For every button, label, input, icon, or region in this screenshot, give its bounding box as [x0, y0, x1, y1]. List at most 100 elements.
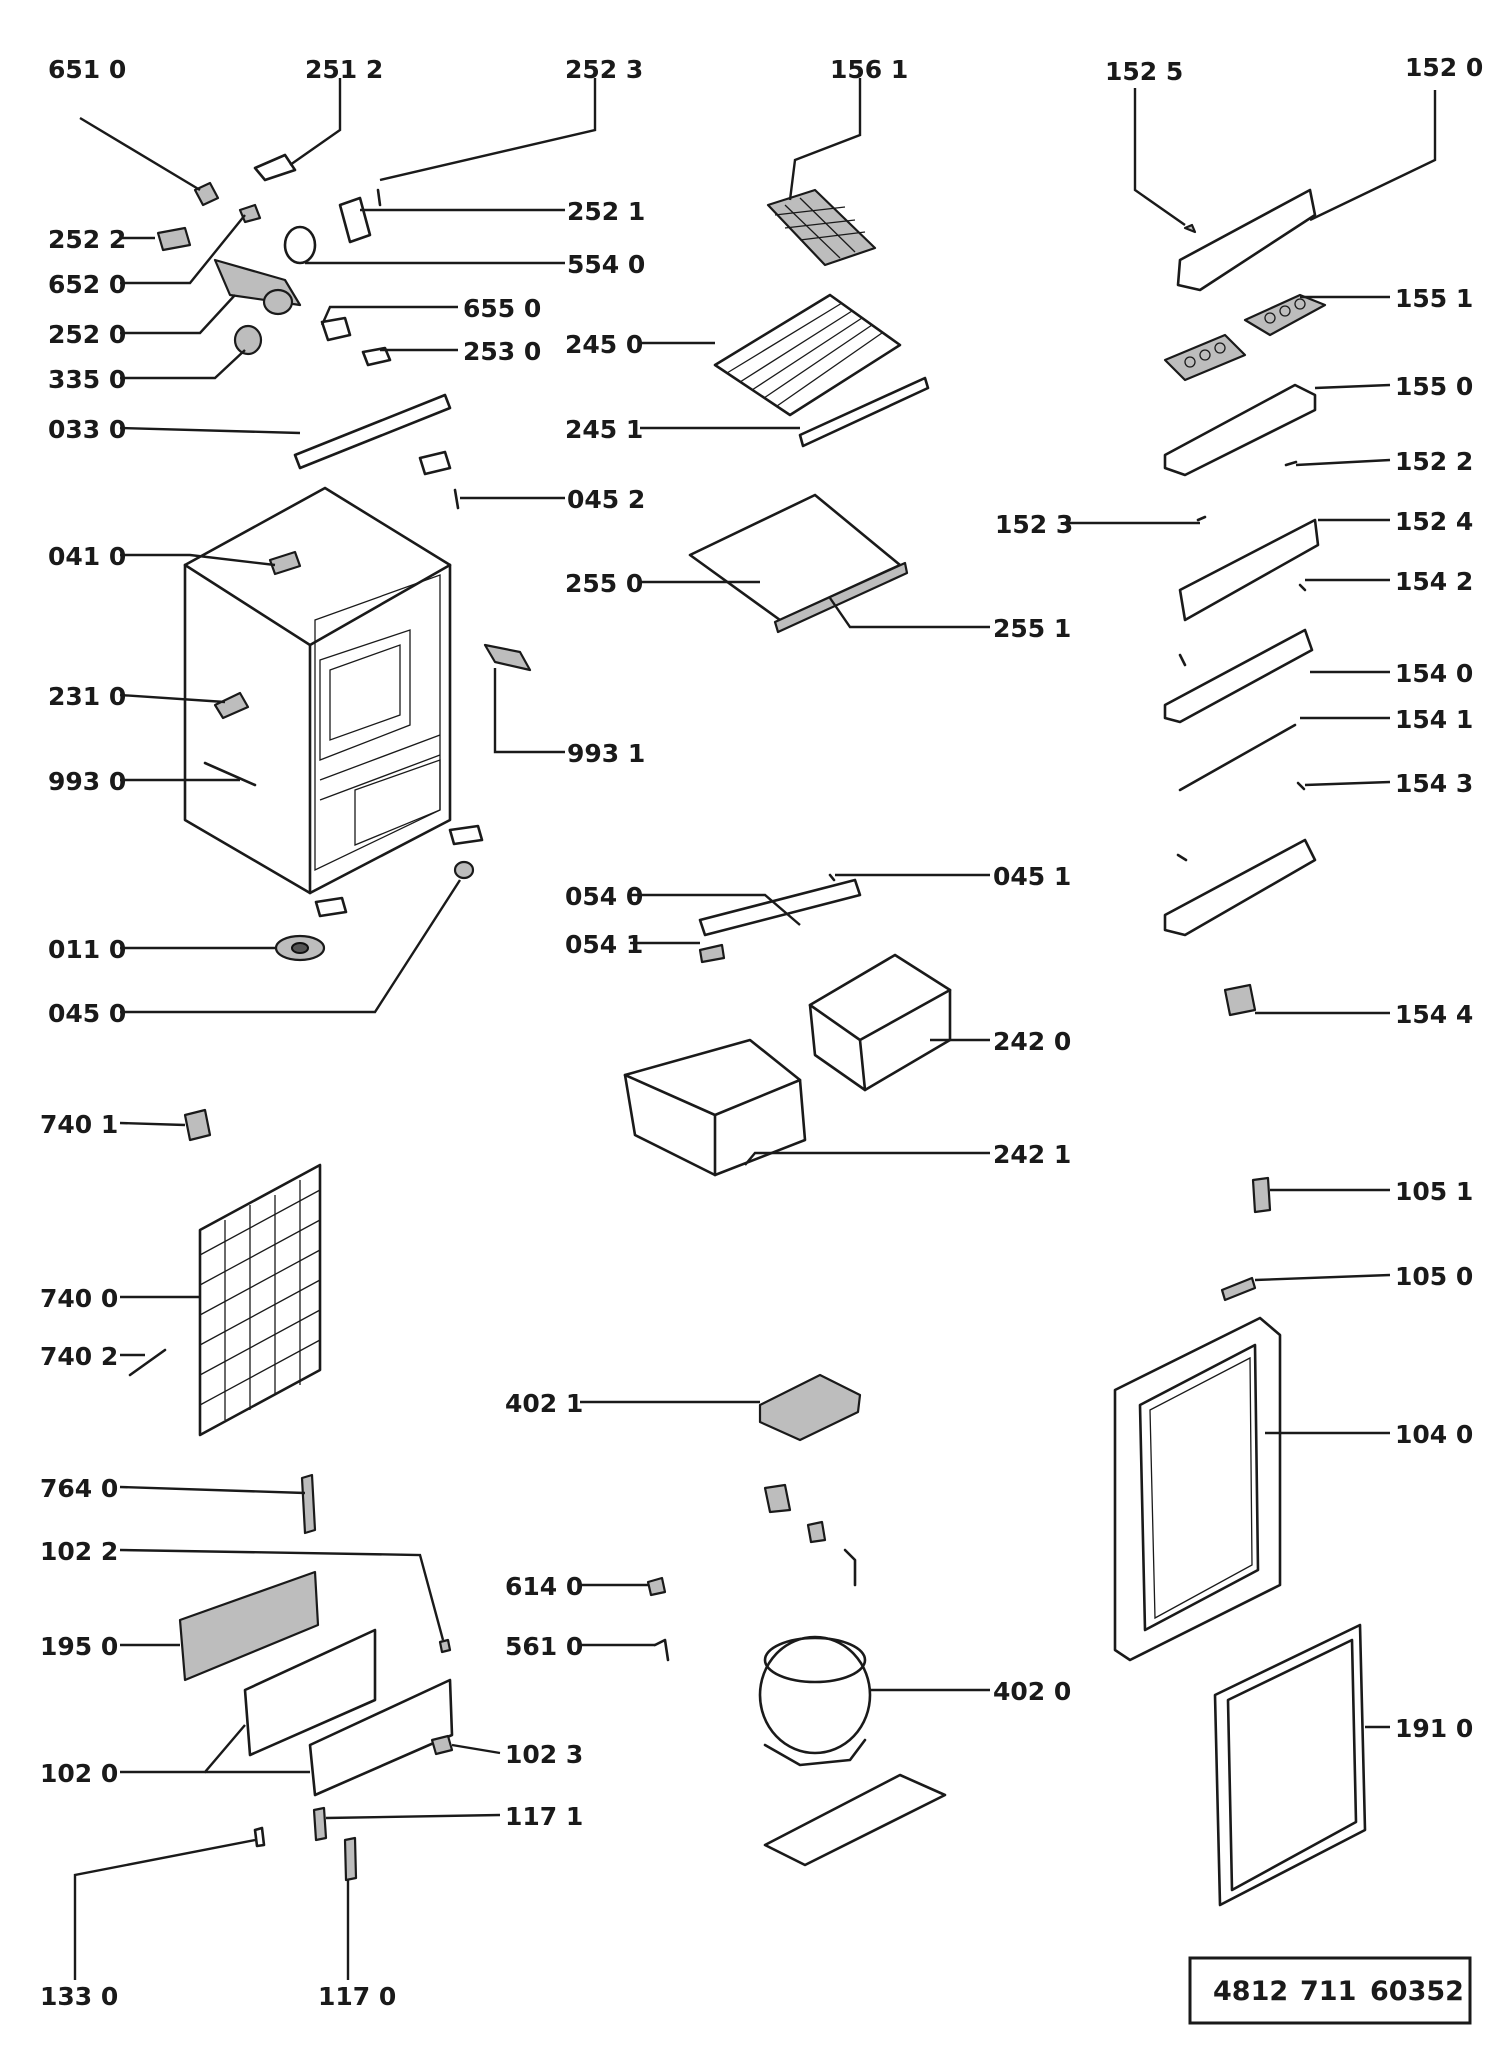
label-105-1: 105 1 — [1395, 1177, 1473, 1206]
part-033-drawing — [293, 393, 452, 470]
label-242-1: 242 1 — [993, 1140, 1071, 1169]
part-2523-drawing — [376, 188, 382, 207]
label-252-0: 252 0 — [48, 320, 126, 349]
label-102-0: 102 0 — [40, 1759, 118, 1788]
part-1540-clip-drawing — [1178, 653, 1187, 667]
label-154-3: 154 3 — [1395, 769, 1473, 798]
label-054-1: 054 1 — [565, 930, 643, 959]
document-code-box: 4812 711 60352 — [1188, 1956, 1472, 2025]
part-0452-drawing — [453, 488, 460, 510]
part-652-drawing — [238, 203, 262, 224]
label-740-0: 740 0 — [40, 1284, 118, 1313]
label-191-0: 191 0 — [1395, 1714, 1473, 1743]
label-155-1: 155 1 — [1395, 284, 1473, 313]
label-117-0: 117 0 — [318, 1982, 396, 2011]
label-993-0: 993 0 — [48, 767, 126, 796]
part-2450-drawing — [713, 293, 902, 417]
label-155-0: 155 0 — [1395, 372, 1473, 401]
doc-code-part-3: 60352 — [1370, 1976, 1464, 2007]
doc-code-part-1: 4812 — [1213, 1976, 1288, 2007]
label-252-2: 252 2 — [48, 225, 126, 254]
part-2520-knob-drawing — [262, 288, 294, 316]
part-2451-drawing — [798, 376, 930, 448]
label-152-0: 152 0 — [1405, 53, 1483, 82]
part-0451-drawing — [828, 873, 836, 882]
label-033-0: 033 0 — [48, 415, 126, 444]
label-554-0: 554 0 — [567, 250, 645, 279]
part-4020-drawing — [758, 1635, 872, 1767]
part-1525-drawing — [1183, 223, 1197, 234]
label-245-0: 245 0 — [565, 330, 643, 359]
part-1520-drawing — [1176, 188, 1317, 292]
cabinet-drawing — [183, 486, 532, 962]
label-402-0: 402 0 — [993, 1677, 1071, 1706]
part-1020b-drawing — [308, 1678, 454, 1797]
label-133-0: 133 0 — [40, 1982, 118, 2011]
part-2550-drawing — [688, 493, 902, 622]
label-242-0: 242 0 — [993, 1027, 1071, 1056]
label-152-4: 152 4 — [1395, 507, 1473, 536]
part-655-drawing — [320, 316, 352, 342]
part-2521-drawing — [338, 196, 372, 244]
part-231-drawing — [213, 691, 250, 720]
part-1551-drawing — [1243, 293, 1327, 337]
label-255-0: 255 0 — [565, 569, 643, 598]
label-156-1: 156 1 — [830, 55, 908, 84]
label-740-1: 740 1 — [40, 1110, 118, 1139]
label-154-2: 154 2 — [1395, 567, 1473, 596]
part-1020a-drawing — [243, 1628, 377, 1757]
label-231-0: 231 0 — [48, 682, 126, 711]
label-045-1: 045 1 — [993, 862, 1071, 891]
part-9930-drawing — [203, 761, 257, 787]
label-652-0: 652 0 — [48, 270, 126, 299]
part-1023-drawing — [430, 1734, 454, 1756]
label-154-1: 154 1 — [1395, 705, 1473, 734]
part-253-drawing — [361, 346, 392, 367]
label-655-0: 655 0 — [463, 294, 541, 323]
part-1540b-clip-drawing — [1176, 853, 1188, 862]
label-195-0: 195 0 — [40, 1632, 118, 1661]
part-1022-drawing — [438, 1638, 452, 1654]
label-045-2: 045 2 — [567, 485, 645, 514]
part-wire-drawing — [843, 1548, 857, 1587]
doc-code-part-2: 711 — [1300, 1976, 1356, 2007]
part-1544-drawing — [1223, 983, 1257, 1017]
part-335-drawing — [233, 324, 263, 356]
label-252-3: 252 3 — [565, 55, 643, 84]
label-253-0: 253 0 — [463, 337, 541, 366]
part-1542-drawing — [1298, 583, 1307, 592]
label-045-0: 045 0 — [48, 999, 126, 1028]
part-2551-drawing — [773, 561, 909, 634]
part-baseplate-drawing — [763, 1773, 947, 1867]
part-7402-drawing — [128, 1348, 167, 1377]
label-102-2: 102 2 — [40, 1537, 118, 1566]
label-154-0: 154 0 — [1395, 659, 1473, 688]
part-9931-drawing — [483, 643, 532, 672]
part-relay2-drawing — [806, 1520, 827, 1544]
part-2512-drawing — [253, 153, 297, 182]
part-2421-drawing — [623, 1038, 807, 1177]
part-7400-drawing — [198, 1163, 322, 1437]
part-5610-drawing — [653, 1638, 670, 1662]
label-251-2: 251 2 — [305, 55, 383, 84]
part-1543-drawing — [1296, 781, 1306, 791]
part-1540-drawing — [1163, 628, 1314, 724]
part-relay-drawing — [763, 1483, 792, 1514]
label-993-1: 993 1 — [567, 739, 645, 768]
leader-lines — [73, 78, 1437, 1980]
part-1910-drawing — [1213, 1623, 1367, 1907]
part-1330-drawing — [253, 1826, 266, 1848]
label-011-0: 011 0 — [48, 935, 126, 964]
part-4021-drawing — [758, 1373, 862, 1442]
label-252-1: 252 1 — [567, 197, 645, 226]
label-152-3: 152 3 — [995, 510, 1073, 539]
part-651-drawing — [193, 181, 220, 207]
label-740-2: 740 2 — [40, 1342, 118, 1371]
part-1050-drawing — [1220, 1276, 1257, 1302]
label-102-3: 102 3 — [505, 1740, 583, 1769]
label-154-4: 154 4 — [1395, 1000, 1473, 1029]
part-1170-drawing — [343, 1836, 358, 1882]
part-554-drawing — [283, 225, 317, 265]
part-0541-drawing — [698, 943, 726, 964]
